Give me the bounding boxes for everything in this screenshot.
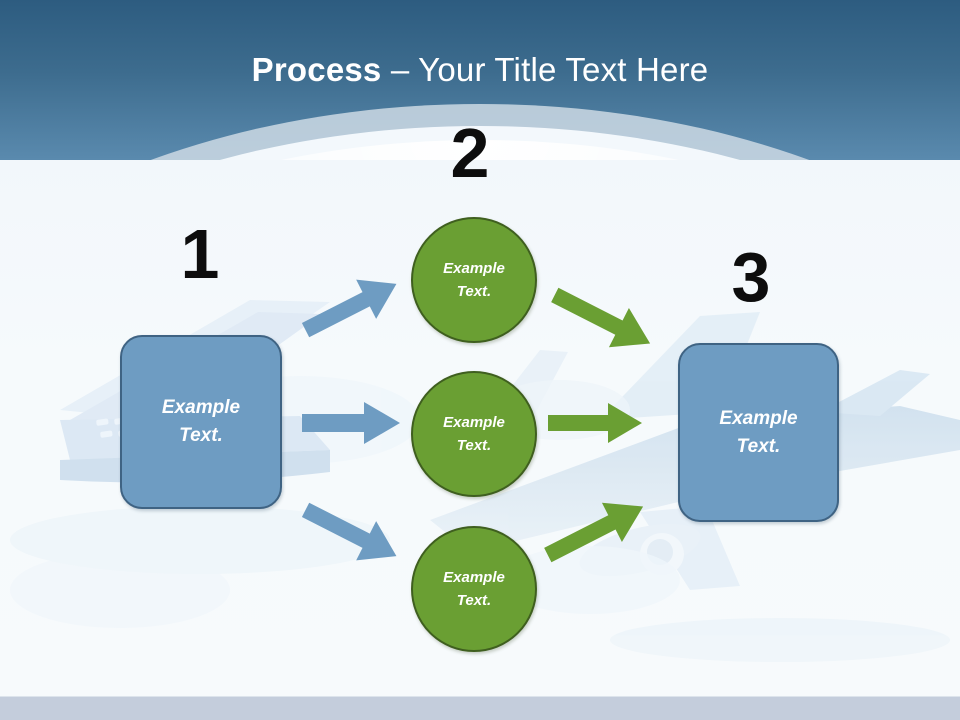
process-start-box[interactable]: Example Text. [120, 335, 282, 509]
process-start-box-line2: Text. [179, 425, 223, 446]
process-circle-3-line1: Example [443, 569, 505, 586]
process-end-box[interactable]: Example Text. [678, 343, 839, 522]
arrow-circle-2-to-end [548, 403, 642, 443]
process-circle-2-line1: Example [443, 414, 505, 431]
process-circle-2[interactable]: Example Text. [411, 371, 537, 497]
process-circle-1-line2: Text. [456, 283, 492, 300]
process-end-box-line1: Example [719, 407, 798, 429]
process-circle-3[interactable]: Example Text. [411, 526, 537, 652]
arrow-start-to-circle-3 [301, 502, 397, 561]
process-circle-2-line2: Text. [456, 437, 492, 454]
process-start-box-line1: Example [161, 397, 241, 418]
arrow-start-to-circle-2 [302, 402, 400, 444]
step-number-1: 1 [180, 215, 220, 293]
process-circle-2-text: Example Text. [413, 411, 535, 457]
step-number-3: 3 [731, 238, 771, 316]
process-circle-3-line2: Text. [456, 592, 492, 609]
process-end-box-text: Example Text. [680, 405, 837, 461]
page-title-rest: – Your Title Text Here [381, 51, 709, 88]
process-circle-1-line1: Example [443, 260, 505, 277]
header-band [0, 0, 960, 160]
arrow-circle-1-to-end [551, 287, 651, 348]
process-end-box-line2: Text. [736, 435, 781, 457]
arrow-start-to-circle-1 [301, 279, 397, 338]
process-circle-1-text: Example Text. [413, 257, 535, 303]
process-circle-3-text: Example Text. [413, 566, 535, 612]
page-title: Process – Your Title Text Here [0, 50, 960, 90]
process-start-box-text: Example Text. [122, 394, 280, 450]
page-title-bold: Process [251, 51, 382, 88]
process-circle-1[interactable]: Example Text. [411, 217, 537, 343]
step-number-2: 2 [450, 114, 490, 192]
arrow-circle-3-to-end [544, 502, 644, 563]
footer-bar [0, 696, 960, 720]
